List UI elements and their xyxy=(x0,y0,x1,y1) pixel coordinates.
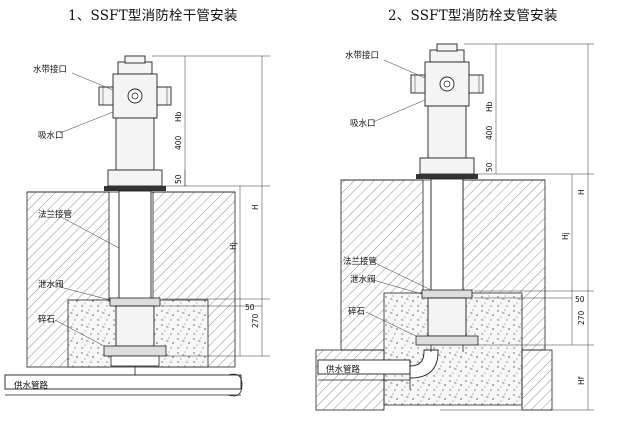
label-flange-pipe-2: 法兰接管 xyxy=(343,256,377,267)
dim-50b-2: 50 xyxy=(575,295,585,304)
dim-270-2: 270 xyxy=(577,310,586,325)
dim-hj-2: Hj xyxy=(561,232,570,240)
dim-270-1: 270 xyxy=(251,313,260,328)
label-supply-pipe-2: 供水管路 xyxy=(326,364,361,375)
dimensions-2: Hb 400 50 H Hj 50 270 Hf xyxy=(440,43,594,411)
dim-50a-1: 50 xyxy=(174,174,183,184)
dim-400-2: 400 xyxy=(485,125,494,140)
dim-50a-2: 50 xyxy=(485,162,494,172)
soil-lower-right-2 xyxy=(521,349,553,411)
dim-50b-1: 50 xyxy=(245,303,255,312)
label-drain-valve-1: 泄水阀 xyxy=(38,279,64,290)
label-flange-pipe-1: 法兰接管 xyxy=(38,209,72,220)
dim-hj-1: Hj xyxy=(229,242,238,250)
supply-pipe-1 xyxy=(4,374,242,390)
dim-hf-2: Hf xyxy=(577,376,586,385)
dim-h-2: H xyxy=(577,189,586,195)
label-hose-port-2: 水带接口 xyxy=(345,50,379,61)
label-suction-port-2: 吸水口 xyxy=(350,118,376,129)
label-gravel-1: 碎石 xyxy=(38,314,55,325)
elbow-2 xyxy=(409,349,439,379)
diagram-2-title: 2、SSFT型消防栓支管安装 xyxy=(388,8,558,24)
hydrant-1 xyxy=(98,55,172,375)
diagram-branch-install: 2、SSFT型消防栓支管安装 xyxy=(315,8,594,411)
label-hose-port-1: 水带接口 xyxy=(33,64,67,75)
dim-400-1: 400 xyxy=(174,135,183,150)
label-drain-valve-2: 泄水阀 xyxy=(350,274,376,285)
dimensions-1: Hb 400 50 H Hj 50 270 xyxy=(152,55,270,357)
dim-hb-1: Hb xyxy=(174,111,183,122)
label-suction-port-1: 吸水口 xyxy=(38,130,64,141)
label-gravel-2: 碎石 xyxy=(348,306,365,317)
label-supply-pipe-1: 供水管路 xyxy=(14,380,49,391)
dim-hb-2: Hb xyxy=(485,101,494,112)
diagram-1-title: 1、SSFT型消防栓干管安装 xyxy=(68,8,238,24)
diagram-trunk-install: 1、SSFT型消防栓干管安装 xyxy=(4,8,270,397)
dim-h-1: H xyxy=(251,204,260,210)
